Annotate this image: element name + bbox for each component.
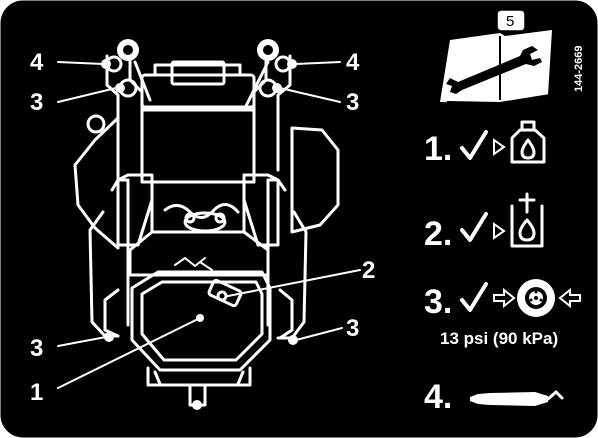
check-mark-icon [460,282,488,312]
step-4-number: 4. [424,378,452,416]
callout-3-top-right: 3 [346,89,359,116]
engine-oil-check-icon [510,120,546,164]
grease-gun-icon [470,390,564,406]
step-3-row: 3. 13 psi (90 kPa) [424,279,581,348]
check-mark-icon [460,212,488,242]
hydraulic-fluid-check-icon [510,192,544,248]
step-1-row: 1. [424,120,546,168]
tire-pressure-spec: 13 psi (90 kPa) [440,329,558,348]
callout-1-bottom-left: 1 [30,379,43,406]
step-1-number: 1. [424,130,452,168]
arrow-left-icon [558,287,581,309]
arrow-right-icon [493,138,506,156]
manual-wrench-icon: 5 [440,9,552,105]
callout-3-bottom-right: 3 [346,315,359,342]
step-3-number: 3. [424,283,452,321]
callout-3-bottom-left: 3 [30,335,43,362]
arrow-right-icon [493,287,516,309]
mower-top-view-illustration [73,39,340,410]
callout-2-mid-right: 2 [362,257,375,284]
callout-4-top-left: 4 [30,49,44,76]
check-mark-icon [460,130,488,160]
step-2-row: 2. [424,192,544,253]
tire-pressure-check-icon [517,279,555,317]
manual-tab-number: 5 [506,13,514,30]
callout-4-top-right: 4 [346,49,360,76]
step-4-row: 4. [424,378,564,416]
callout-leader-lines [57,61,361,389]
step-2-number: 2. [424,215,452,253]
decal-part-number: 144-2669 [573,46,585,93]
arrow-right-icon [493,222,506,240]
callout-3-top-left: 3 [30,89,43,116]
